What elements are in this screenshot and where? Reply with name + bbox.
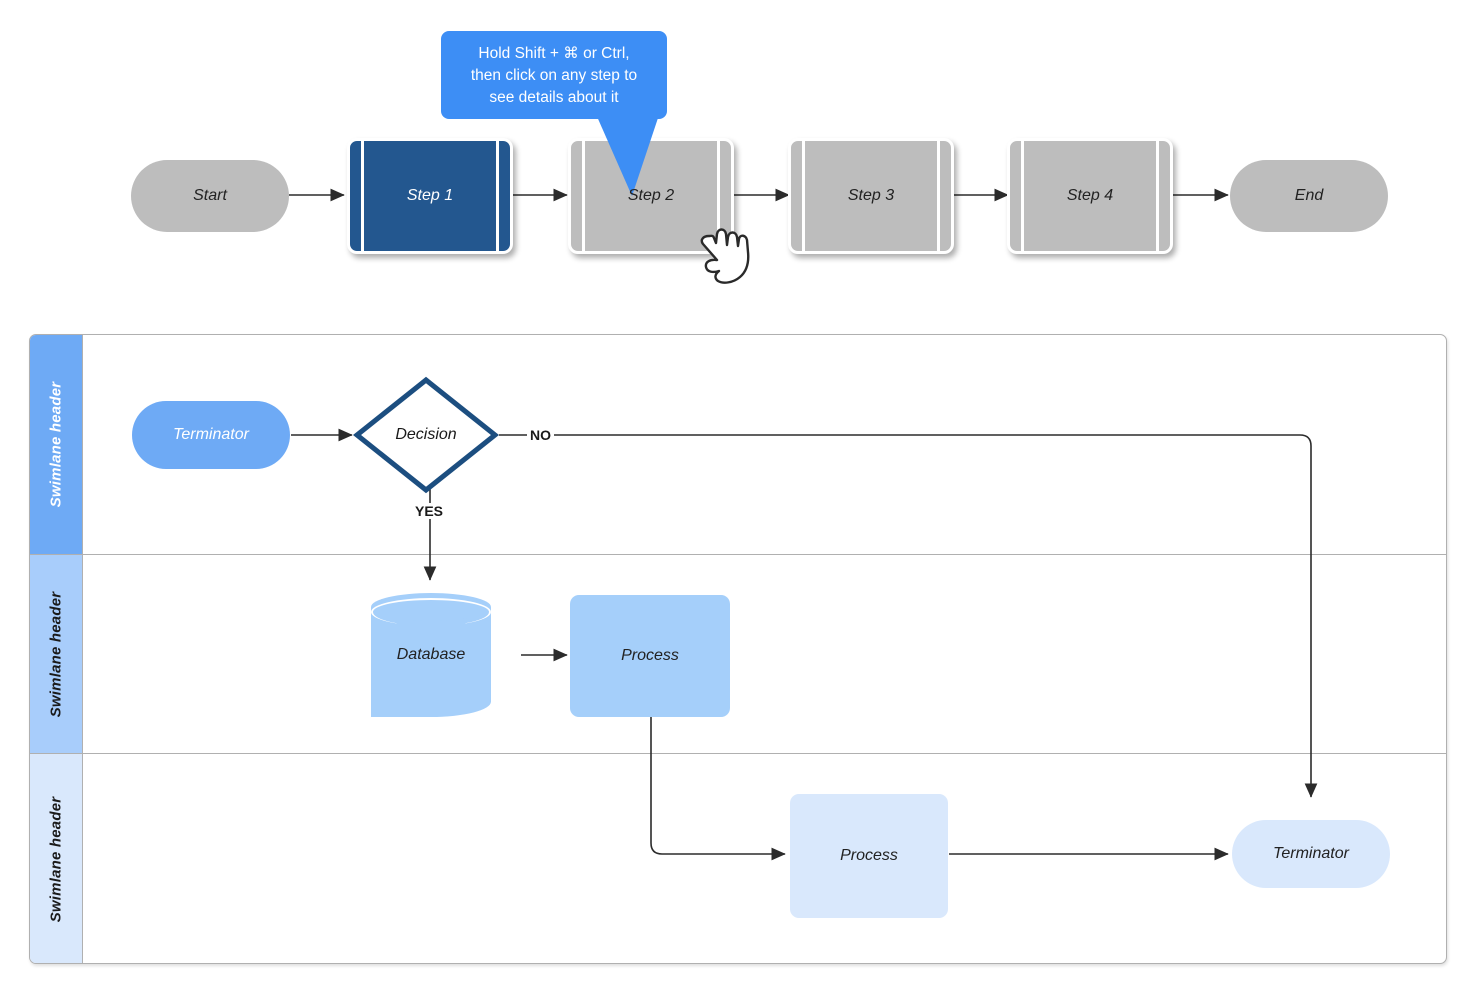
flow-node-step3-label: Step 3 bbox=[847, 187, 895, 204]
shape-process-bottom[interactable]: Process bbox=[790, 794, 948, 918]
shape-terminator-start-label: Terminator bbox=[173, 426, 249, 443]
shape-process-mid-label: Process bbox=[621, 647, 679, 664]
shift-click-hint-tooltip: Hold Shift + ⌘ or Ctrl, then click on an… bbox=[441, 31, 667, 119]
tooltip-line-2: then click on any step to bbox=[470, 67, 638, 84]
swimlane-2-header-label: Swimlane header bbox=[47, 591, 65, 717]
edge-label-no: NO bbox=[527, 427, 554, 443]
step-divider-right bbox=[937, 141, 940, 251]
shape-terminator-end[interactable]: Terminator bbox=[1232, 820, 1390, 888]
shape-terminator-end-label: Terminator bbox=[1273, 845, 1349, 862]
step-divider-left bbox=[1021, 141, 1024, 251]
top-step-flow: Start Step 1 Step 2 Step 3 Step 4 End bbox=[0, 0, 1482, 320]
flow-node-end-label: End bbox=[1294, 187, 1324, 204]
flow-node-start[interactable]: Start bbox=[131, 160, 289, 232]
step-divider-right bbox=[496, 141, 499, 251]
flow-node-step4-label: Step 4 bbox=[1066, 187, 1114, 204]
shape-process-bottom-label: Process bbox=[840, 847, 898, 864]
flow-node-step1[interactable]: Step 1 bbox=[347, 138, 513, 254]
flow-node-step2[interactable]: Step 2 bbox=[568, 138, 734, 254]
step-divider-left bbox=[582, 141, 585, 251]
flow-node-end[interactable]: End bbox=[1230, 160, 1388, 232]
flow-node-step2-label: Step 2 bbox=[627, 187, 675, 204]
step-divider-right bbox=[1156, 141, 1159, 251]
swimlane-2-header[interactable]: Swimlane header bbox=[30, 555, 83, 753]
swimlane-1-header[interactable]: Swimlane header bbox=[30, 335, 83, 554]
swimlane-3-header[interactable]: Swimlane header bbox=[30, 754, 83, 963]
decision-diamond-icon bbox=[352, 376, 500, 494]
swimlane-3-header-label: Swimlane header bbox=[47, 796, 65, 923]
flow-node-step3[interactable]: Step 3 bbox=[788, 138, 954, 254]
flow-node-step1-label: Step 1 bbox=[406, 187, 454, 204]
shape-terminator-start[interactable]: Terminator bbox=[132, 401, 290, 469]
flow-node-step4[interactable]: Step 4 bbox=[1007, 138, 1173, 254]
tooltip-line-1: Hold Shift + ⌘ or Ctrl, bbox=[478, 45, 630, 62]
shape-decision-label: Decision bbox=[395, 426, 457, 443]
tooltip-line-3: see details about it bbox=[489, 89, 619, 106]
shape-decision[interactable]: Decision bbox=[352, 375, 500, 495]
shape-database-label: Database bbox=[396, 646, 466, 663]
swimlane-2: Swimlane header bbox=[30, 554, 1446, 753]
flow-node-start-label: Start bbox=[193, 187, 227, 204]
edge-label-yes: YES bbox=[412, 503, 447, 519]
swimlane-pool: Swimlane header Swimlane header Swimlane… bbox=[29, 334, 1447, 964]
step-divider-left bbox=[361, 141, 364, 251]
shape-database[interactable]: Database bbox=[371, 593, 491, 717]
step-divider-left bbox=[802, 141, 805, 251]
swimlane-1-header-label: Swimlane header bbox=[47, 381, 65, 508]
swimlane-2-body bbox=[83, 555, 1446, 753]
shape-process-mid[interactable]: Process bbox=[570, 595, 730, 717]
database-top-highlight bbox=[371, 598, 491, 626]
swimlane-1: Swimlane header bbox=[30, 335, 1446, 554]
step-divider-right bbox=[717, 141, 720, 251]
